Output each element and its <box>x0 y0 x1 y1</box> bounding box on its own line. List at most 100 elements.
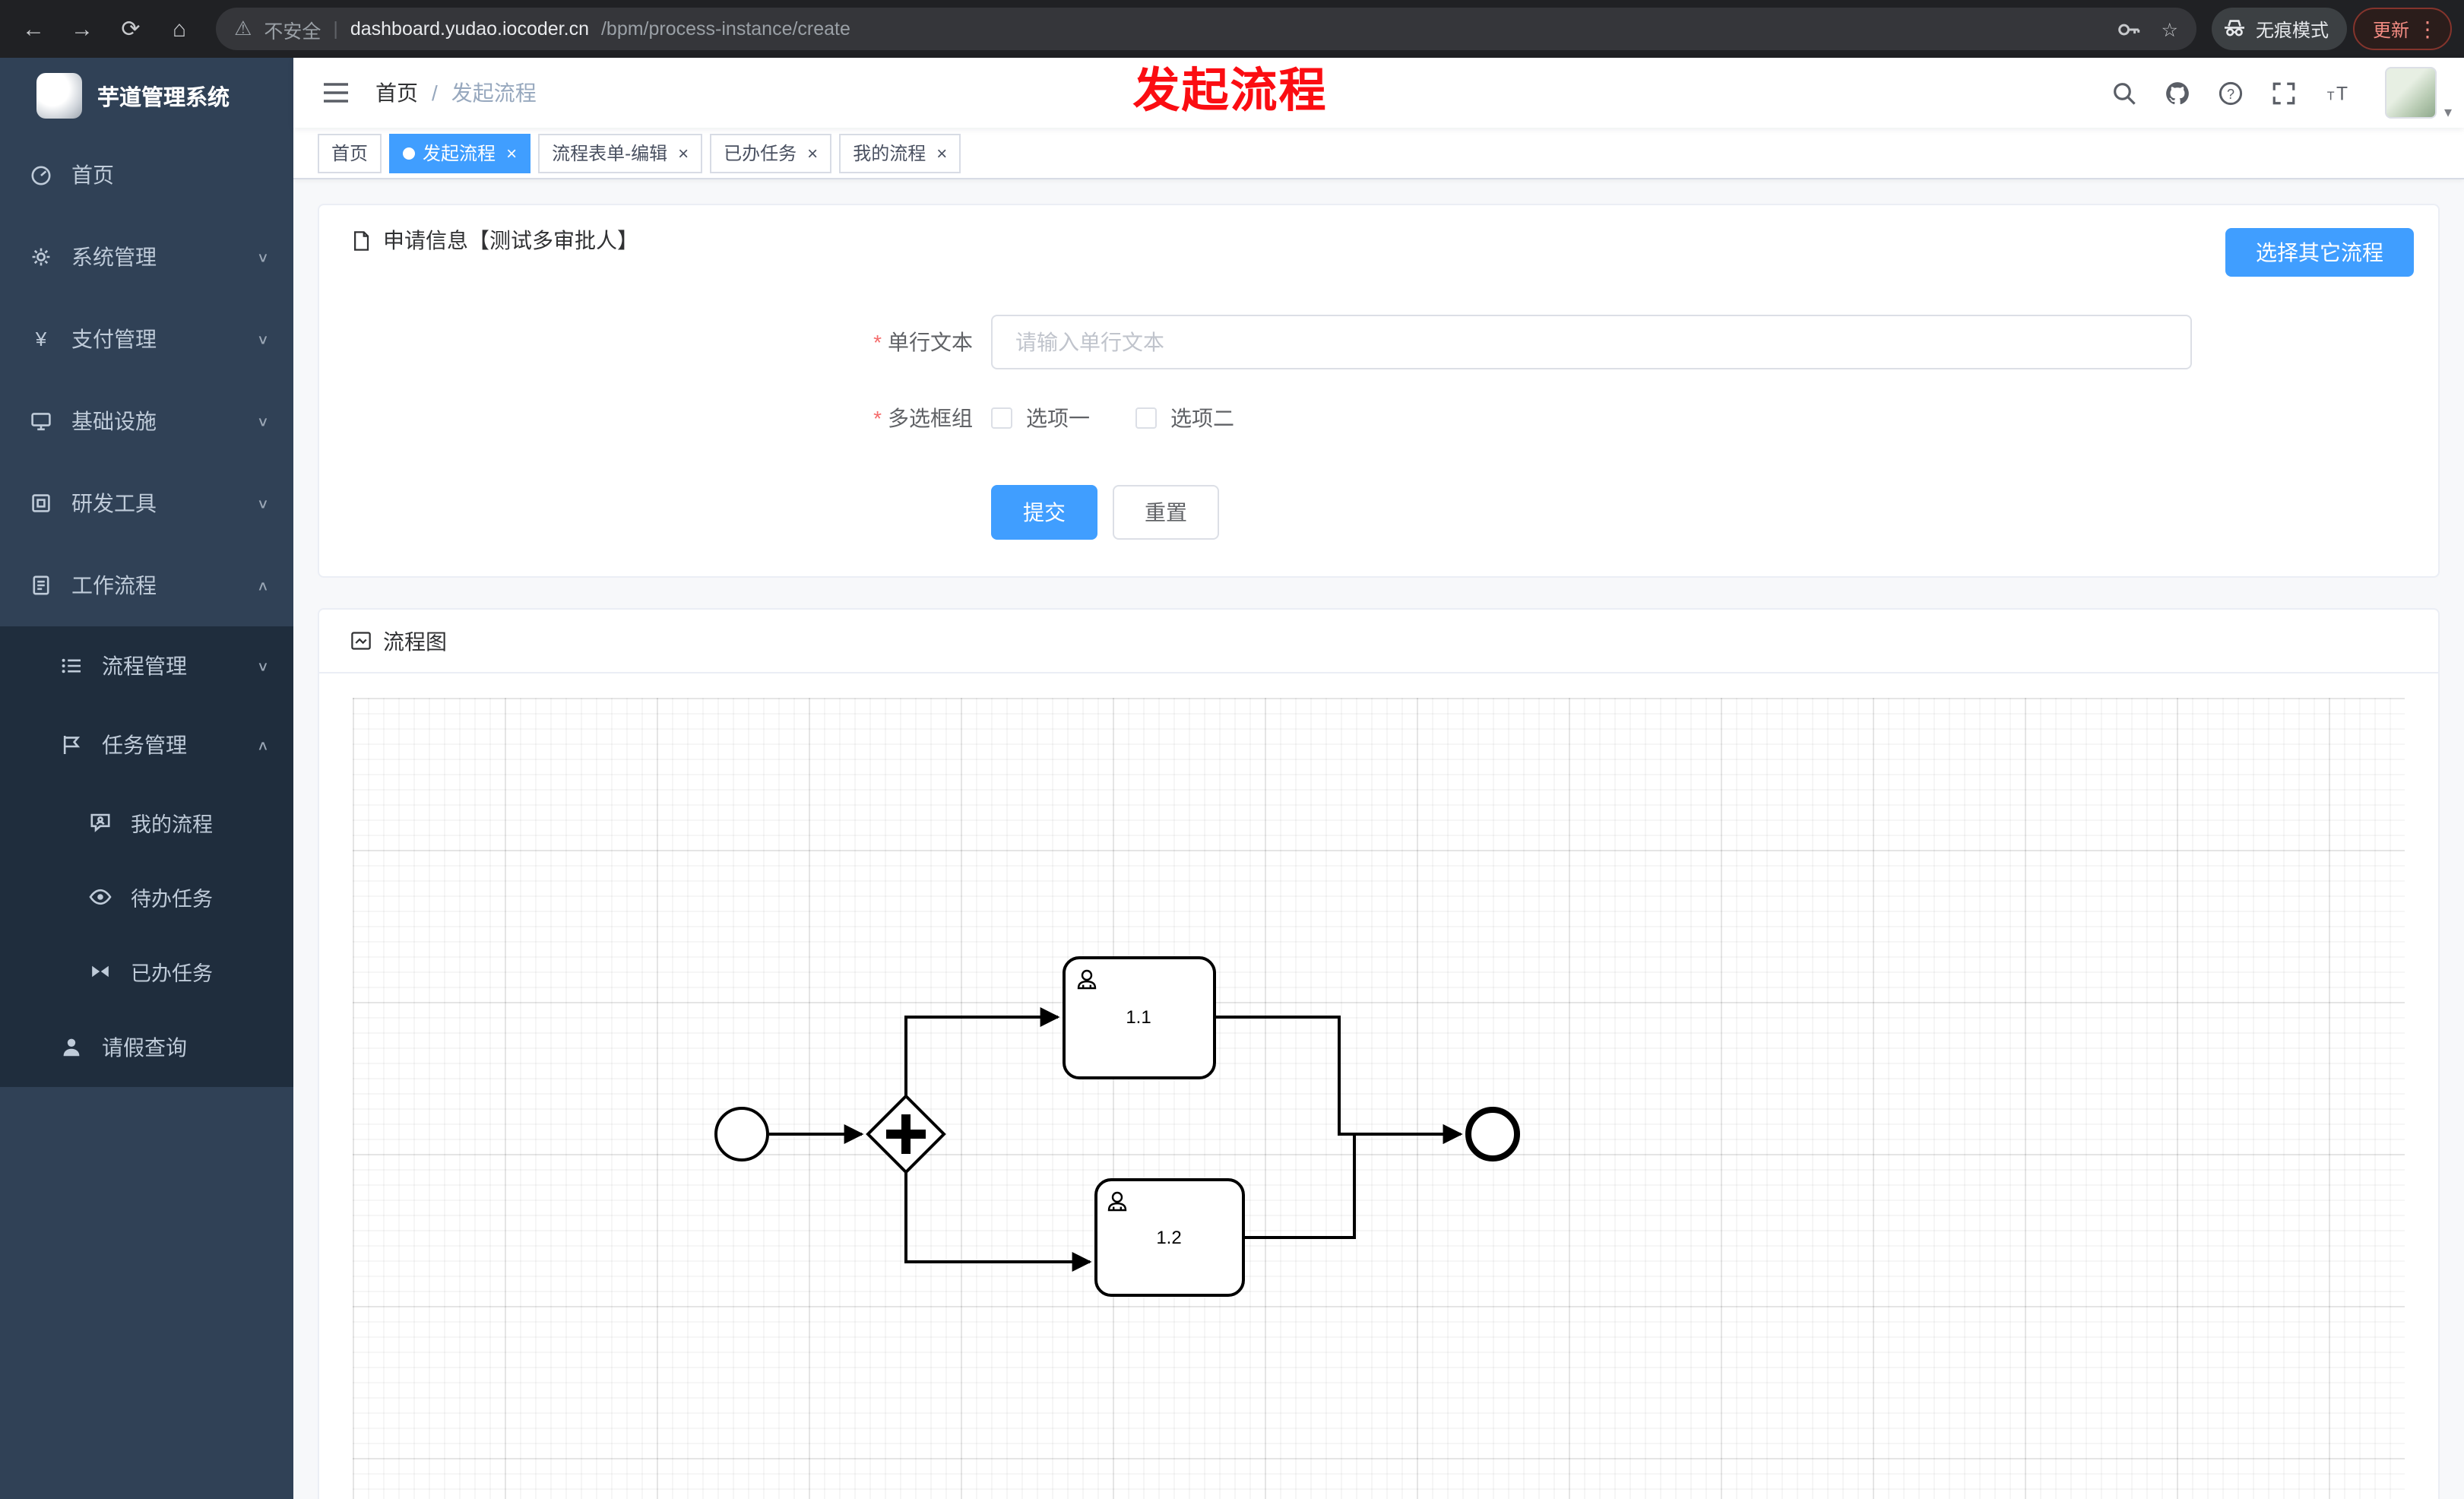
tab-label: 首页 <box>331 143 369 164</box>
sidebar-item-workflow[interactable]: 工作流程 ∧ <box>0 544 293 626</box>
single-line-text-input[interactable] <box>991 315 2192 369</box>
sidebar-item-infrastructure[interactable]: 基础设施 ∨ <box>0 380 293 462</box>
tab-process-form-edit[interactable]: 流程表单-编辑 × <box>538 133 703 173</box>
checkbox-icon[interactable] <box>1135 407 1157 429</box>
document-icon <box>354 230 369 250</box>
bpmn-canvas[interactable]: 1.1 1.2 <box>353 698 2405 1499</box>
plus-icon <box>886 1114 926 1154</box>
sidebar-item-todo-tasks[interactable]: 待办任务 <box>0 859 293 933</box>
chat-person-icon <box>90 813 110 832</box>
user-task-icon <box>1107 1191 1127 1212</box>
sidebar-item-leave-query[interactable]: 请假查询 <box>0 1008 293 1087</box>
sidebar-item-label: 流程管理 <box>102 654 187 678</box>
sidebar-item-payment[interactable]: ¥ 支付管理 ∨ <box>0 298 293 380</box>
close-icon[interactable]: × <box>936 142 948 163</box>
tab-home[interactable]: 首页 <box>318 133 382 173</box>
sidebar-item-task-management[interactable]: 任务管理 ∧ <box>0 705 293 784</box>
sidebar-item-devtools[interactable]: 研发工具 ∨ <box>0 462 293 544</box>
form-card-title: 申请信息【测试多审批人】 <box>383 228 638 252</box>
sidebar-item-label: 支付管理 <box>71 327 157 351</box>
bookmark-star-icon[interactable]: ☆ <box>2161 19 2178 40</box>
user-task-top[interactable]: 1.1 <box>1063 956 1216 1079</box>
list-icon <box>62 658 81 673</box>
address-bar[interactable]: ⚠ 不安全 | dashboard.yudao.iocoder.cn/bpm/p… <box>216 8 2196 50</box>
sidebar-item-system[interactable]: 系统管理 ∨ <box>0 216 293 298</box>
search-icon[interactable] <box>2110 79 2137 106</box>
user-avatar[interactable]: ▾ <box>2385 67 2452 122</box>
svg-text:¥: ¥ <box>35 328 47 350</box>
dashboard-icon <box>31 166 51 185</box>
key-icon[interactable] <box>2116 15 2143 43</box>
home-icon[interactable]: ⌂ <box>172 16 187 42</box>
parallel-gateway[interactable] <box>866 1094 946 1174</box>
github-icon[interactable] <box>2163 79 2190 106</box>
refresh-icon[interactable]: ⟳ <box>121 17 141 43</box>
logo-image <box>36 73 82 119</box>
menu-dots-icon[interactable]: ⋮ <box>2417 16 2438 40</box>
chevron-up-icon: ∧ <box>256 578 269 594</box>
forward-icon[interactable]: → <box>71 16 93 42</box>
start-event[interactable] <box>714 1107 769 1161</box>
chevron-down-icon: ∨ <box>256 496 269 512</box>
bpmn-diagram: 1.1 1.2 <box>714 956 1520 1297</box>
tab-done-tasks[interactable]: 已办任务 × <box>710 133 832 173</box>
workflow-submenu: 流程管理 ∨ 任务管理 ∧ 我的流程 待办任务 <box>0 626 293 1087</box>
tab-create-process[interactable]: 发起流程 × <box>389 133 531 173</box>
chevron-down-icon: ∨ <box>256 332 269 347</box>
not-secure-icon: ⚠ <box>234 17 252 40</box>
help-icon[interactable]: ? <box>2216 79 2244 106</box>
sidebar-item-my-processes[interactable]: 我的流程 <box>0 784 293 859</box>
checkbox-option-2[interactable]: 选项二 <box>1135 403 1234 433</box>
checkbox-field-row: *多选框组 选项一 选项二 <box>319 403 2438 433</box>
sidebar-item-label: 首页 <box>71 163 114 187</box>
user-task-bottom[interactable]: 1.2 <box>1094 1178 1245 1297</box>
end-event[interactable] <box>1465 1107 1520 1161</box>
task-label: 1.2 <box>1156 1228 1181 1248</box>
tab-label: 发起流程 <box>423 143 496 164</box>
required-mark: * <box>873 406 882 430</box>
svg-text:T: T <box>2326 89 2334 103</box>
diagram-card-title: 流程图 <box>383 629 447 653</box>
update-button[interactable]: 更新 ⋮ <box>2352 8 2452 50</box>
sidebar-item-done-tasks[interactable]: 已办任务 <box>0 933 293 1008</box>
tab-label: 我的流程 <box>853 143 926 164</box>
text-field-row: *单行文本 <box>319 315 2438 369</box>
checkbox-option-1[interactable]: 选项一 <box>991 403 1090 433</box>
breadcrumb-home[interactable]: 首页 <box>375 81 418 105</box>
caret-down-icon: ▾ <box>2443 105 2452 122</box>
sidebar-toggle-icon[interactable] <box>321 78 351 108</box>
close-icon[interactable]: × <box>807 142 819 163</box>
checkbox-icon[interactable] <box>991 407 1012 429</box>
app-title: 芋道管理系统 <box>97 86 230 110</box>
breadcrumb-current: 发起流程 <box>451 81 537 105</box>
close-icon[interactable]: × <box>506 142 518 163</box>
app-logo: 芋道管理系统 <box>0 58 293 134</box>
fullscreen-icon[interactable] <box>2269 79 2297 106</box>
apply-info-card: 申请信息【测试多审批人】 选择其它流程 *单行文本 <box>318 204 2440 578</box>
monitor-icon <box>31 413 51 431</box>
eye-icon <box>89 888 112 905</box>
sidebar-item-label: 我的流程 <box>131 813 213 835</box>
sidebar-item-home[interactable]: 首页 <box>0 134 293 216</box>
sidebar-item-process-management[interactable]: 流程管理 ∨ <box>0 626 293 705</box>
gear-icon <box>32 248 50 266</box>
breadcrumb: 首页 / 发起流程 <box>375 78 537 108</box>
update-label: 更新 <box>2372 19 2409 40</box>
breadcrumb-separator: / <box>432 81 438 105</box>
flow-gateway-to-task-top <box>904 1007 1060 1096</box>
back-icon[interactable]: ← <box>22 16 45 42</box>
sidebar-item-label: 工作流程 <box>71 573 157 597</box>
top-navbar: 首页 / 发起流程 ? <box>293 58 2464 128</box>
clipboard-icon <box>33 575 49 595</box>
yen-icon: ¥ <box>35 328 47 350</box>
reset-button[interactable]: 重置 <box>1113 485 1219 540</box>
submit-button[interactable]: 提交 <box>991 485 1097 540</box>
choose-other-process-button[interactable]: 选择其它流程 <box>2225 228 2414 277</box>
close-icon[interactable]: × <box>678 142 689 163</box>
diagram-card-header: 流程图 <box>319 610 2438 673</box>
tab-my-processes[interactable]: 我的流程 × <box>839 133 961 173</box>
process-diagram-card: 流程图 <box>318 608 2440 1499</box>
url-path: /bpm/process-instance/create <box>600 18 850 40</box>
security-label: 不安全 <box>264 21 321 42</box>
